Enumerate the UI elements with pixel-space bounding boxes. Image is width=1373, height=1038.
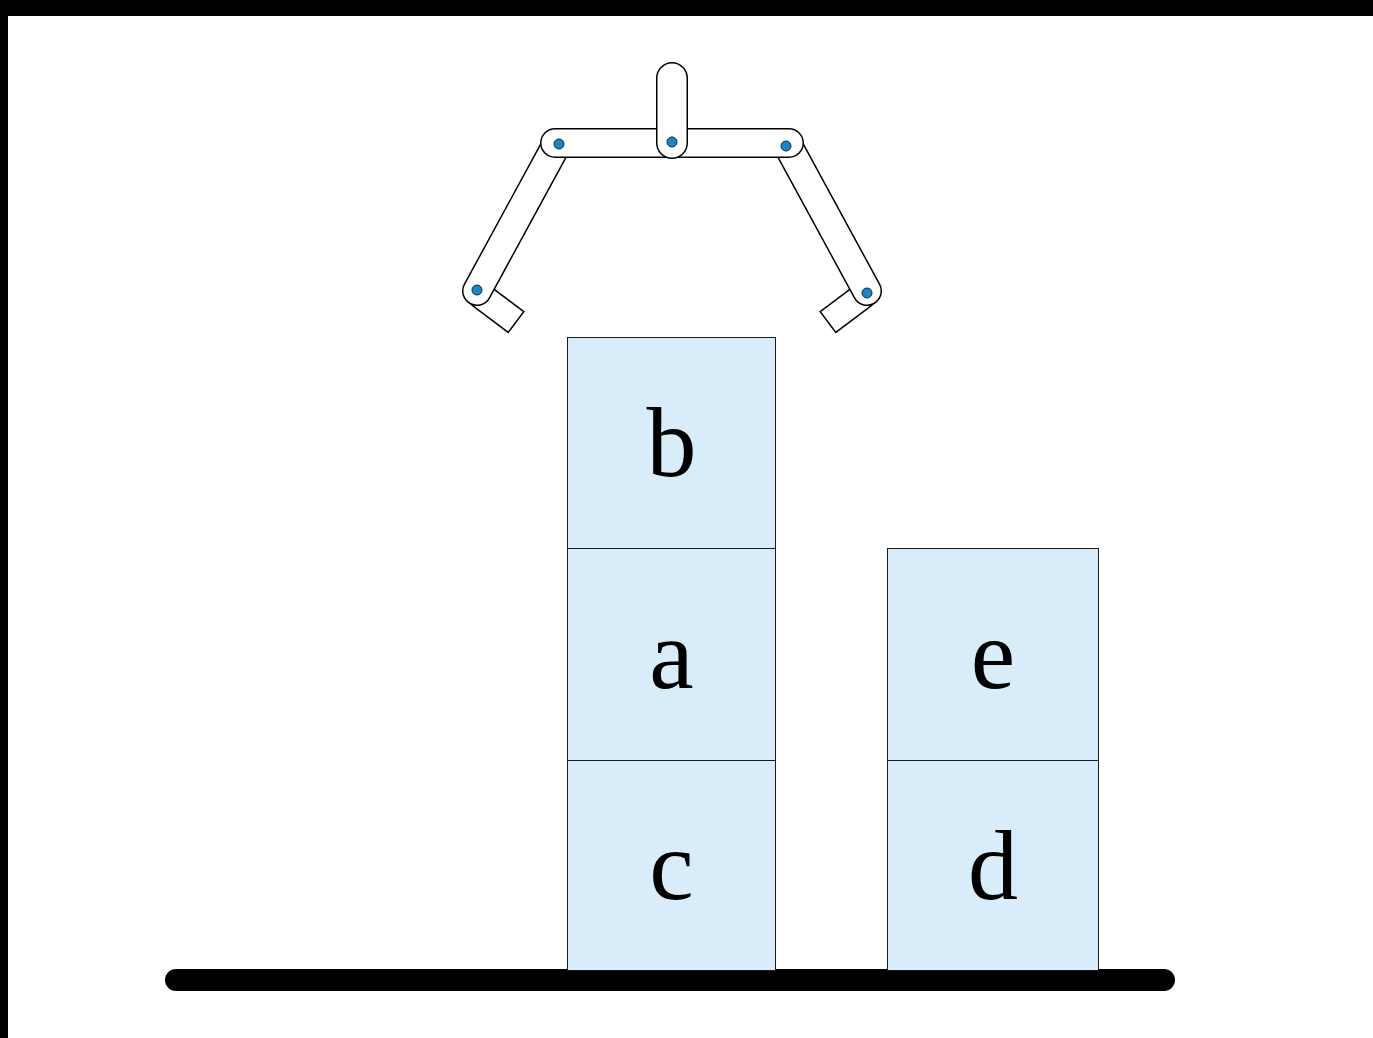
gripper-finger xyxy=(472,285,524,333)
joint-dot xyxy=(862,288,872,298)
robot-gripper xyxy=(472,78,872,332)
gripper-finger xyxy=(820,285,872,333)
block-box: a xyxy=(567,548,776,761)
block-label: c xyxy=(649,816,693,916)
block-label: a xyxy=(649,605,693,705)
joint-dot xyxy=(554,139,564,149)
block-box: b xyxy=(567,337,776,549)
gripper-arm xyxy=(787,144,867,291)
joint-dot xyxy=(472,285,482,295)
gripper-arm xyxy=(787,144,867,291)
block-label: b xyxy=(647,393,697,493)
joint-dot xyxy=(667,137,677,147)
block-box: d xyxy=(887,760,1099,971)
gripper-arm xyxy=(477,144,557,291)
joint-dot xyxy=(781,141,791,151)
block-box: c xyxy=(567,760,776,971)
block-label: d xyxy=(968,816,1018,916)
block-label: e xyxy=(971,605,1015,705)
gripper-handle xyxy=(658,78,687,143)
block-box: e xyxy=(887,548,1099,761)
gripper-arm xyxy=(477,144,557,291)
table-surface xyxy=(176,969,1164,991)
gripper-handle xyxy=(656,78,688,143)
